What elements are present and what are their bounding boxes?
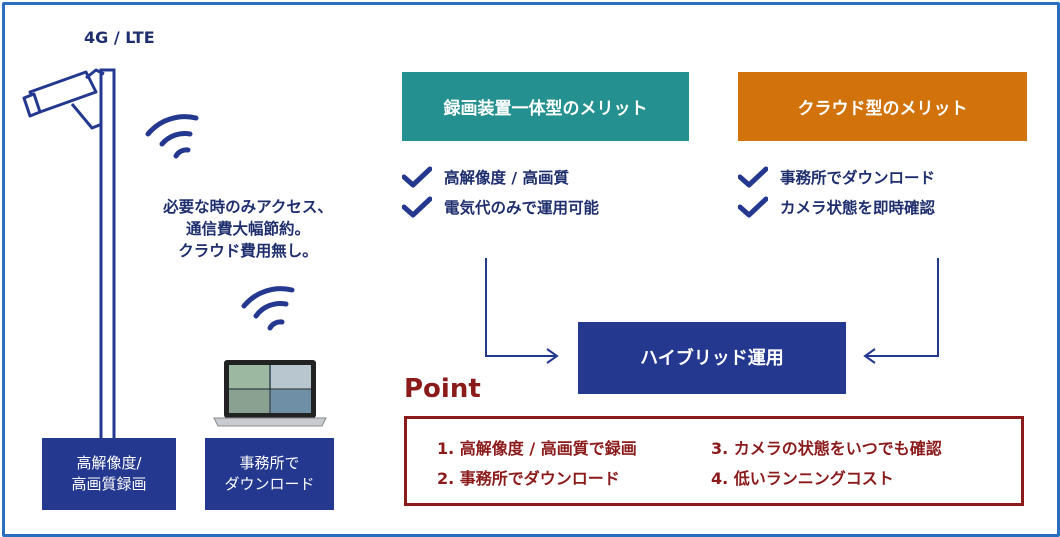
merit-item: 事務所でダウンロード (738, 162, 935, 192)
box-line: ダウンロード (224, 475, 315, 493)
box-line: 高解像度/ (76, 454, 142, 472)
box-line: 事務所で (239, 454, 300, 472)
point-item: 4. 低いランニングコスト (711, 469, 894, 488)
network-label: 4G / LTE (84, 28, 155, 47)
box-line: 高画質録画 (71, 475, 147, 493)
point-item: 2. 事務所でダウンロード (437, 469, 620, 488)
note-line: クラウド費用無し。 (178, 242, 318, 260)
check-icon (738, 166, 768, 188)
merit-item: 高解像度 / 高画質 (402, 162, 599, 192)
point-box: 1. 高解像度 / 高画質で録画 2. 事務所でダウンロード 3. カメラの状態… (404, 416, 1024, 506)
camera-icon (22, 68, 105, 130)
point-title: Point (404, 374, 481, 404)
hybrid-operation-box: ハイブリッド運用 (578, 322, 846, 394)
merit-text: 高解像度 / 高画質 (444, 169, 569, 187)
pole (99, 68, 116, 442)
laptop-icon (213, 360, 327, 427)
office-download-box: 事務所で ダウンロード (205, 438, 334, 510)
cloud-merit-list: 事務所でダウンロード カメラ状態を即時確認 (738, 162, 935, 222)
note-line: 通信費大幅節約。 (185, 220, 310, 238)
camera-recording-box: 高解像度/ 高画質録画 (42, 438, 176, 510)
merit-text: 事務所でダウンロード (780, 169, 936, 187)
check-icon (402, 196, 432, 218)
cloud-merit-header: クラウド型のメリット (738, 72, 1027, 141)
wifi-icon-upper (145, 114, 199, 159)
builtin-merit-list: 高解像度 / 高画質 電気代のみで運用可能 (402, 162, 599, 222)
cost-note: 必要な時のみアクセス、 通信費大幅節約。 クラウド費用無し。 (128, 196, 368, 262)
merit-text: 電気代のみで運用可能 (444, 199, 600, 217)
merit-item: カメラ状態を即時確認 (738, 192, 935, 222)
check-icon (738, 196, 768, 218)
wifi-icon-lower (241, 286, 295, 331)
arrow-left-to-hybrid (485, 258, 559, 364)
builtin-merit-header: 録画装置一体型のメリット (402, 72, 689, 141)
note-line: 必要な時のみアクセス、 (163, 198, 333, 216)
arrow-right-to-hybrid (863, 258, 939, 364)
point-item: 3. カメラの状態をいつでも確認 (711, 439, 942, 458)
check-icon (402, 166, 432, 188)
merit-item: 電気代のみで運用可能 (402, 192, 599, 222)
point-item: 1. 高解像度 / 高画質で録画 (437, 439, 637, 458)
merit-text: カメラ状態を即時確認 (780, 199, 936, 217)
